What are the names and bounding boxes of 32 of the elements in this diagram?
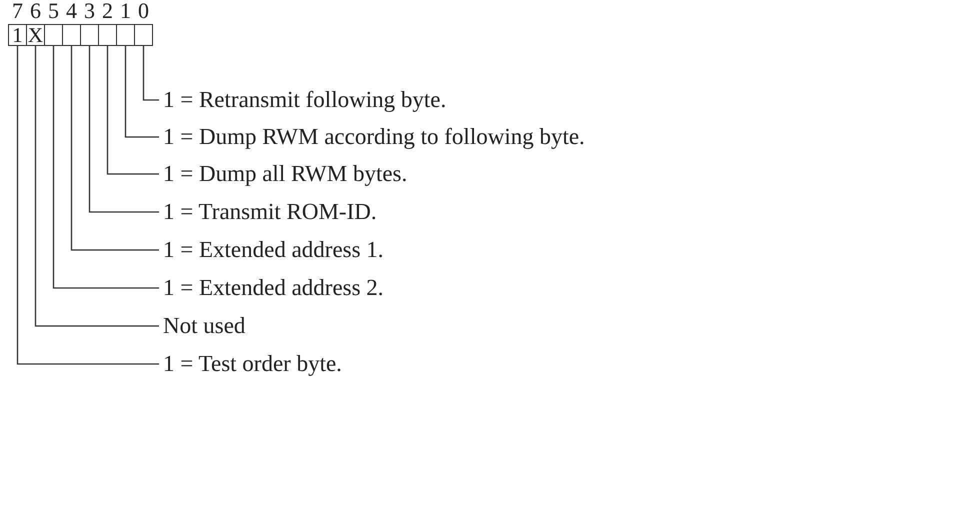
bit-number: 7 [11, 0, 24, 22]
bit-number: 5 [47, 0, 60, 22]
bit-description: Not used [163, 312, 246, 340]
bit-cell [80, 24, 99, 46]
bit-cell [44, 24, 63, 46]
bit-description: 1 = Extended address 2. [163, 274, 384, 302]
leader-line [124, 46, 159, 138]
bit-cell [134, 24, 153, 46]
bit-cell [98, 24, 117, 46]
bit-description: 1 = Retransmit following byte. [163, 86, 446, 114]
bit-value: X [26, 24, 45, 46]
bit-description: 1 = Dump RWM according to following byte. [163, 123, 585, 151]
leader-line [52, 46, 159, 289]
bit-value: 1 [8, 24, 27, 46]
bit-number: 2 [101, 0, 114, 22]
bit-number: 1 [119, 0, 132, 22]
bit-number: 0 [137, 0, 150, 22]
bit-number: 4 [65, 0, 78, 22]
leader-line [88, 46, 159, 213]
bit-description: 1 = Transmit ROM-ID. [163, 198, 377, 226]
bit-number: 6 [29, 0, 42, 22]
bit-description: 1 = Test order byte. [163, 350, 342, 378]
leader-line [70, 46, 159, 251]
leader-line [34, 46, 159, 327]
bit-description: 1 = Extended address 1. [163, 236, 384, 264]
bit-cell [116, 24, 135, 46]
bit-number: 3 [83, 0, 96, 22]
bit-description: 1 = Dump all RWM bytes. [163, 160, 408, 188]
bit-cell [62, 24, 81, 46]
leader-line [106, 46, 159, 175]
leader-line [142, 46, 159, 101]
leader-line [16, 46, 159, 365]
